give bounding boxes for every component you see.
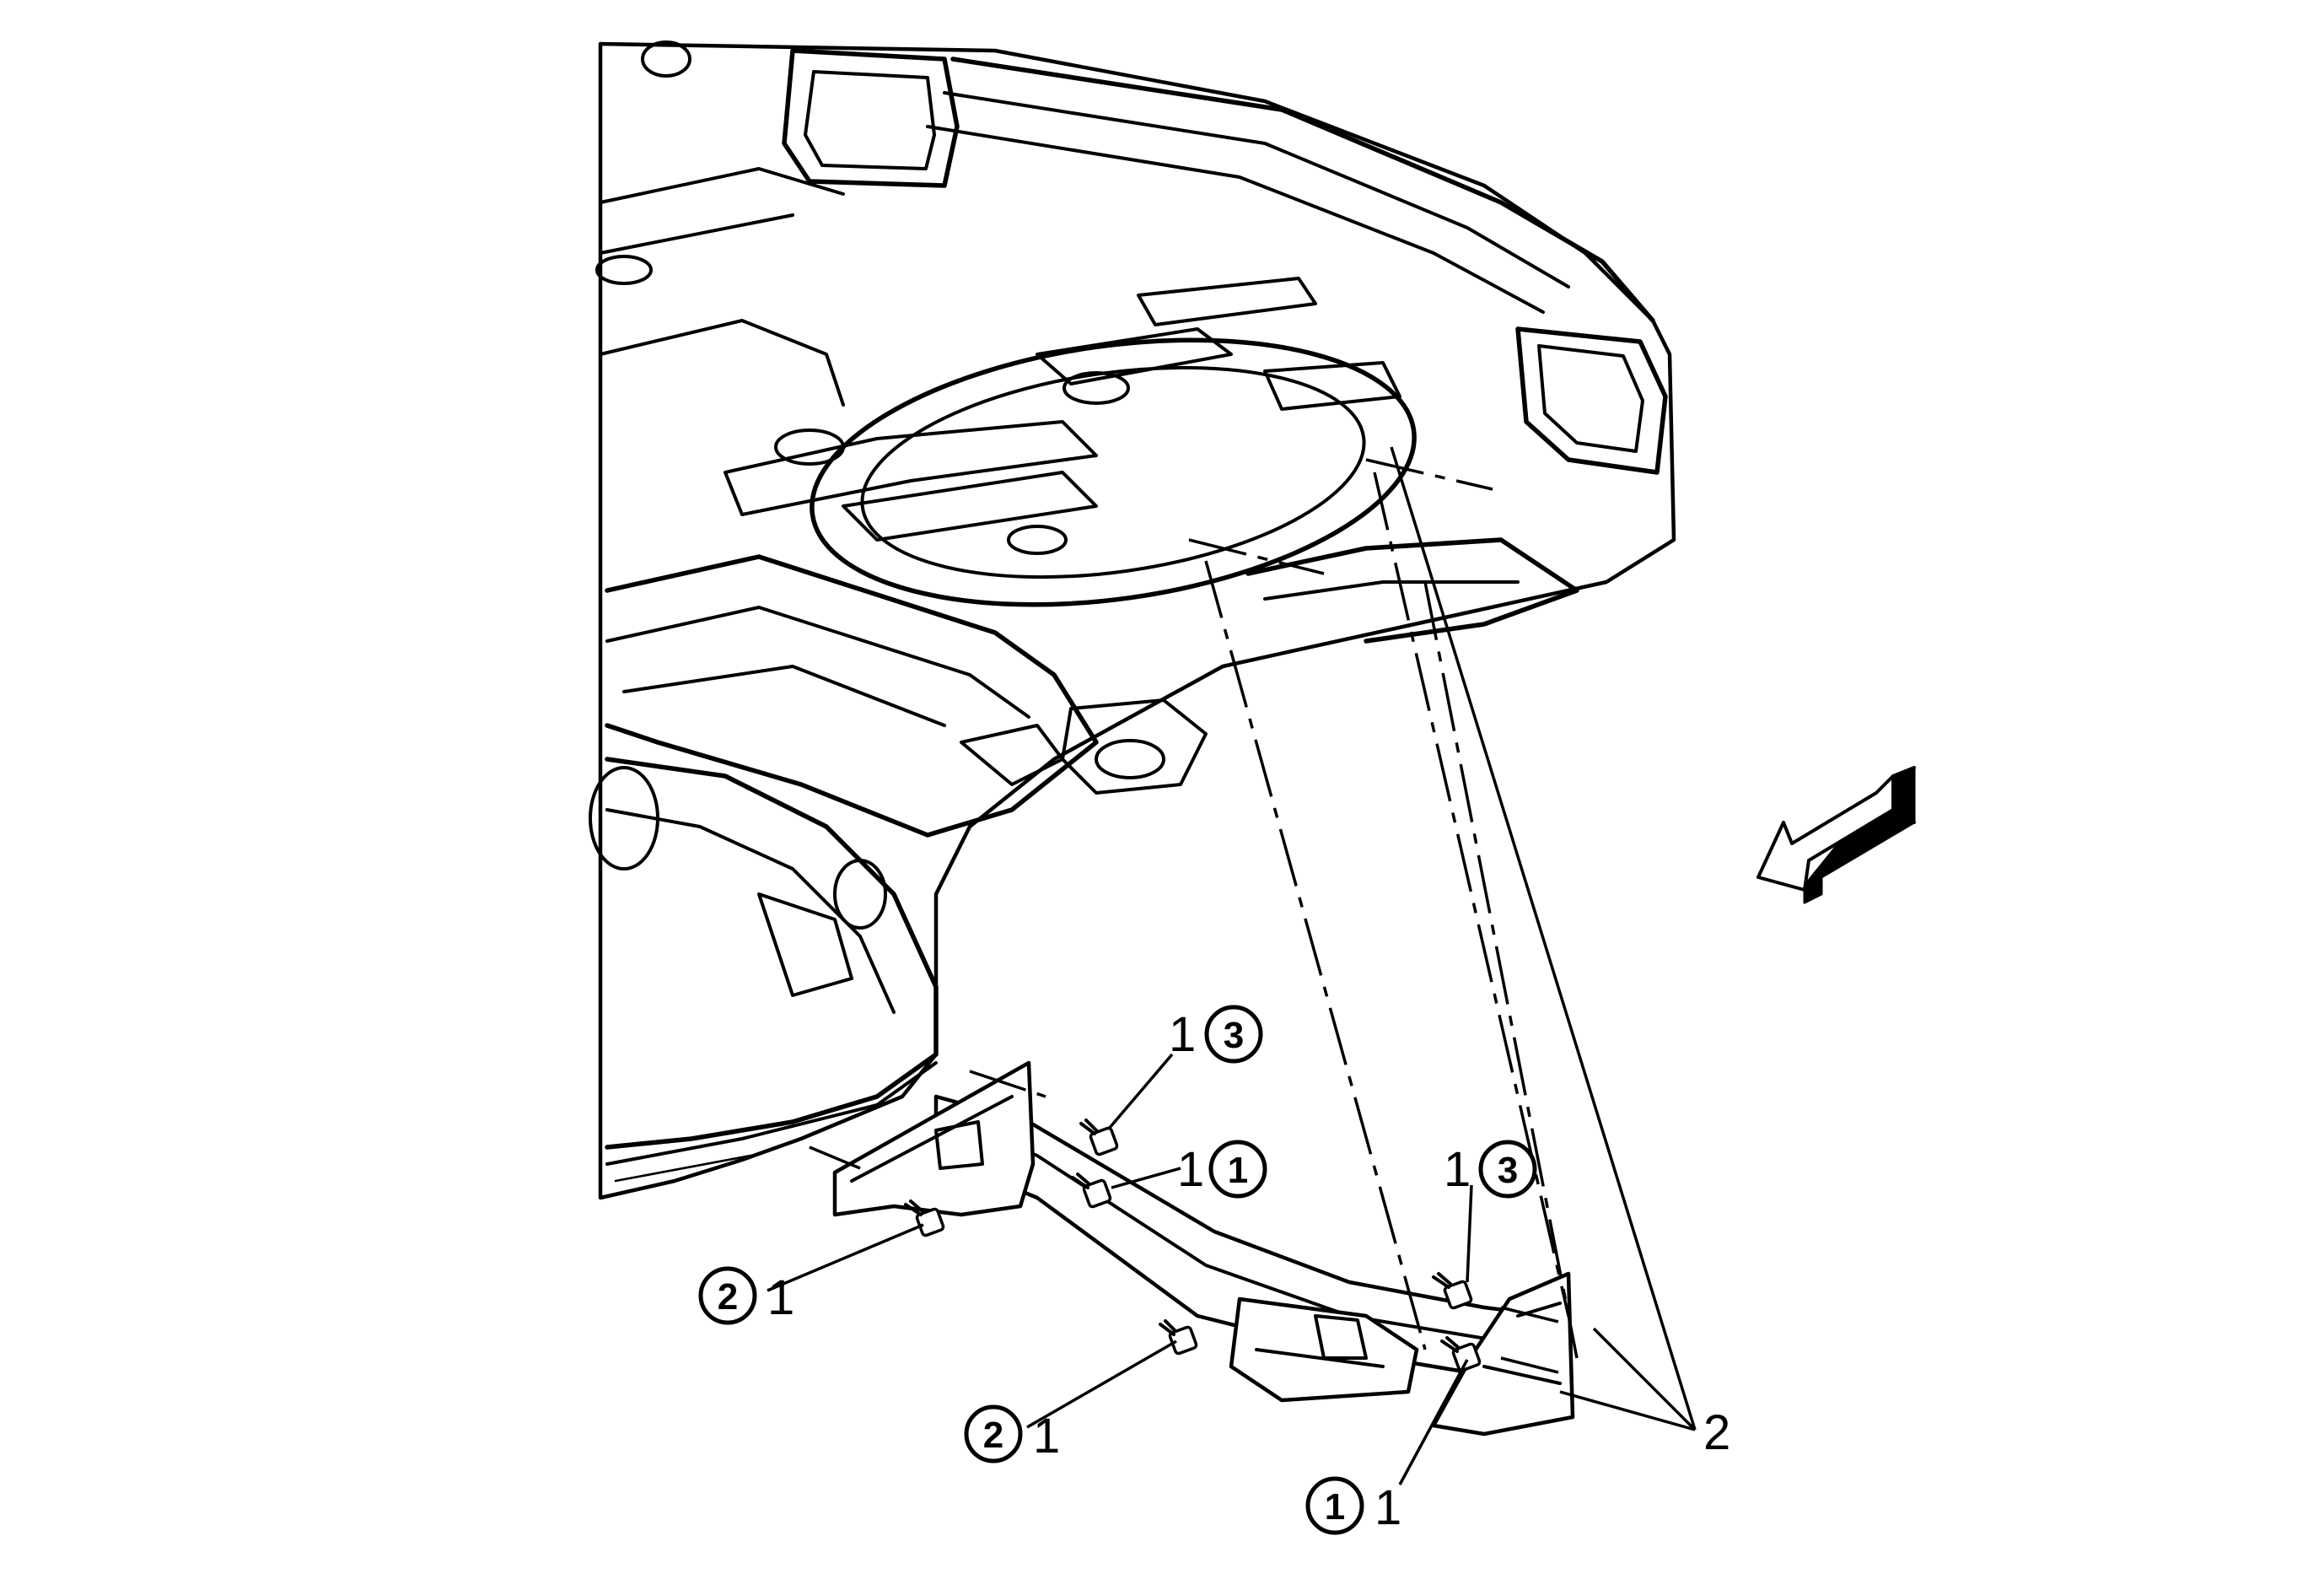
callout-label: 1 [1033,1409,1060,1463]
callout-seq-1-1-bottom: 1 1 [1305,1476,1401,1535]
sequence-number: 2 [718,1276,738,1318]
bolt-icon [1432,1272,1473,1310]
callout-seq-2-1-left: 2 1 [698,1266,794,1325]
callout-seq-2-1-center: 2 1 [964,1404,1060,1463]
sequence-circle [964,1404,1023,1463]
underbody-outline [598,41,1676,1200]
sequence-circle [1208,1140,1267,1199]
callout-1-seq-3-right: 1 3 [1444,1140,1537,1199]
bolt-icon [1079,1119,1119,1156]
callout-2-hitch: 2 [1703,1405,1730,1460]
vehicle-underbody [589,40,1676,1200]
callout-label: 2 [1703,1405,1730,1460]
bolt-icon [1071,1172,1112,1209]
callout-label: 1 [1374,1480,1401,1535]
tow-hook-right [1515,326,1668,475]
callout-1-seq-3: 1 3 [1169,1005,1263,1064]
sequence-circle [1204,1005,1263,1064]
sequence-circle [1305,1476,1364,1535]
tow-hook-left [782,48,960,188]
front-of-vehicle-arrow-icon [1756,766,1916,904]
rear-wheel-well [605,757,939,1150]
callout-label: 1 [1177,1142,1204,1197]
sequence-number: 1 [1228,1150,1248,1191]
sequence-circle [698,1266,757,1325]
rear-crossmember [950,57,1655,323]
callout-label: 1 [1444,1142,1471,1197]
bolt-icon [904,1199,945,1237]
left-frame-rail [605,554,1099,838]
callout-1-seq-1-upper: 1 1 [1177,1140,1267,1199]
callout-label: 1 [767,1270,794,1325]
sequence-number: 2 [983,1415,1003,1456]
spare-tire-well [810,337,1417,607]
trailer-hitch-assembly [832,1060,1575,1437]
bolt-icon [1440,1336,1482,1372]
bolts [904,1119,1482,1372]
sequence-number: 3 [1224,1015,1244,1056]
sequence-number: 3 [1498,1150,1518,1191]
callout-label: 1 [1169,1007,1196,1062]
right-frame-rail [1245,537,1579,644]
leader-lines [767,446,1697,1485]
sequence-circle [1478,1140,1537,1199]
bolt-icon [1159,1319,1198,1356]
sequence-number: 1 [1325,1486,1345,1528]
